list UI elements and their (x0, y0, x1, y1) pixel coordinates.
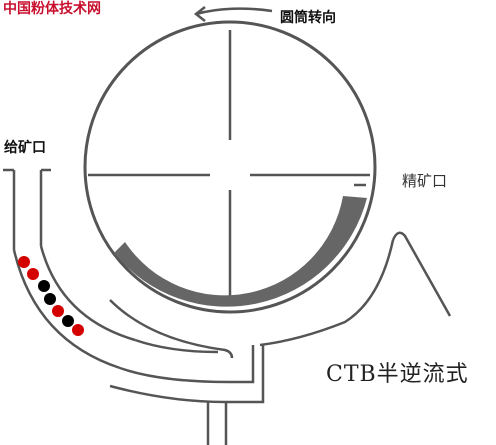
drum-rotation-label: 圆筒转向 (280, 10, 336, 26)
ore-particles (18, 256, 84, 336)
ore-particle-black (62, 315, 74, 327)
ore-particle-black (38, 280, 50, 292)
rotation-arrow (195, 7, 273, 16)
rotation-arrowhead (193, 6, 206, 22)
watermark-text: 中国粉体技术网 (3, 1, 101, 17)
concentrate-outlet-label: 精矿口 (402, 172, 448, 190)
drum-circle (83, 20, 377, 314)
feed-inlet-label: 给矿口 (4, 140, 46, 156)
ore-particle-red (27, 268, 39, 280)
magnet-system-arc (114, 196, 367, 307)
drum-cross-lines (88, 30, 370, 305)
tailings-outlet (206, 402, 228, 445)
diagram-caption: CTB半逆流式 (326, 362, 469, 387)
ore-particle-black (44, 293, 56, 305)
ore-particle-red (52, 305, 64, 317)
ore-particle-red (72, 324, 84, 336)
ore-particle-red (18, 256, 30, 268)
feed-chute (3, 168, 136, 370)
